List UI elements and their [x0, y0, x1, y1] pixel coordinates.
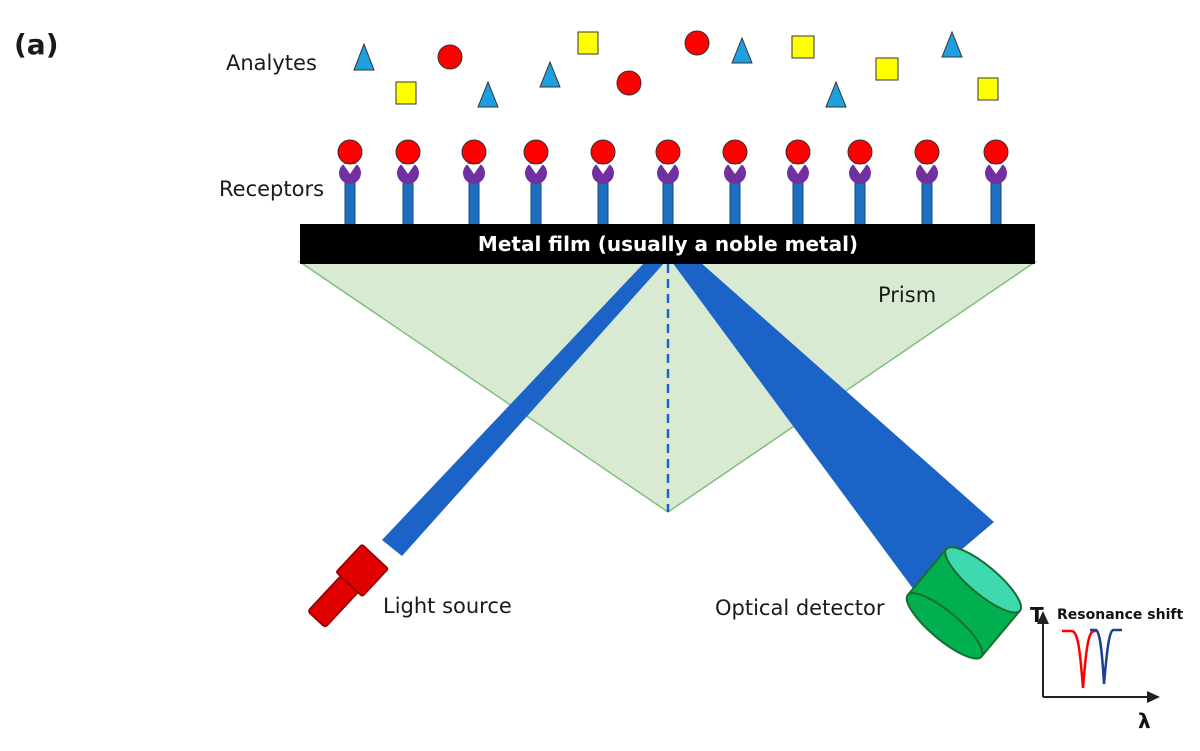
- analyte-square: [791, 35, 815, 59]
- inset-title: Resonance shift: [1057, 607, 1183, 623]
- analyte-square: [395, 81, 417, 105]
- prism-label: Prism: [878, 283, 936, 307]
- receptor-stem: [597, 177, 609, 227]
- inset-y-arrow: [1037, 611, 1049, 624]
- inset-blue-curve: [1090, 628, 1122, 685]
- bound-analyte: [395, 139, 421, 165]
- receptor-notch: [853, 164, 867, 174]
- analyte-circle: [684, 30, 710, 56]
- optical-detector-label: Optical detector: [715, 596, 885, 620]
- receptor-stem: [729, 177, 741, 227]
- bound-analyte: [523, 139, 549, 165]
- light-source: [308, 544, 389, 628]
- receptor: [655, 139, 681, 227]
- receptor-stem: [468, 177, 480, 227]
- bound-analyte: [337, 139, 363, 165]
- metal-film-label: Metal film (usually a noble metal): [478, 232, 858, 256]
- receptor-notch: [529, 164, 543, 174]
- receptor: [395, 139, 421, 227]
- receptor-notch: [661, 164, 675, 174]
- bound-analyte: [983, 139, 1009, 165]
- analyte-square: [577, 31, 599, 55]
- receptor-notch: [343, 164, 357, 174]
- receptor-stem: [921, 177, 933, 227]
- receptor-notch: [920, 164, 934, 174]
- analytes-label: Analytes: [226, 51, 317, 75]
- analyte-triangle: [353, 42, 375, 71]
- bound-analyte: [785, 139, 811, 165]
- light-source-head: [336, 544, 389, 597]
- receptor-notch: [728, 164, 742, 174]
- receptors: [337, 139, 1009, 227]
- detector-base: [905, 592, 984, 660]
- receptor: [847, 139, 873, 227]
- analyte-square: [875, 57, 899, 81]
- detector-face: [944, 546, 1022, 614]
- receptor-notch: [791, 164, 805, 174]
- inset-x-axis-label: λ: [1138, 709, 1151, 733]
- receptors-label: Receptors: [219, 177, 324, 201]
- incident-beam: [382, 262, 665, 556]
- analyte-triangle: [825, 80, 847, 108]
- analyte-triangle: [731, 36, 753, 64]
- inset-red-curve: [1062, 629, 1098, 689]
- receptor-stem: [792, 177, 804, 227]
- receptor-stem: [344, 177, 356, 227]
- receptor: [523, 139, 549, 227]
- analytes: [353, 30, 999, 108]
- receptor-stem: [530, 177, 542, 227]
- optical-detector: [905, 546, 1022, 660]
- light-source-label: Light source: [383, 594, 512, 618]
- receptor: [914, 139, 940, 227]
- bound-analyte: [722, 139, 748, 165]
- metal-film: [300, 224, 1035, 264]
- receptor: [590, 139, 616, 227]
- receptor-notch: [989, 164, 1003, 174]
- analyte-circle: [616, 70, 642, 96]
- analyte-triangle: [477, 80, 499, 108]
- resonance-inset: T Resonance shift λ: [1030, 603, 1183, 733]
- receptor-stem: [662, 177, 674, 227]
- bound-analyte: [847, 139, 873, 165]
- analyte-triangle: [539, 60, 561, 88]
- receptor-notch: [401, 164, 415, 174]
- receptor-notch: [596, 164, 610, 174]
- receptor: [785, 139, 811, 227]
- receptor: [722, 139, 748, 227]
- receptor: [461, 139, 487, 227]
- panel-label: (a): [14, 28, 59, 61]
- receptor: [337, 139, 363, 227]
- receptor-notch: [467, 164, 481, 174]
- bound-analyte: [590, 139, 616, 165]
- analyte-triangle: [941, 30, 963, 58]
- receptor-stem: [990, 177, 1002, 227]
- reflected-beam: [672, 262, 994, 590]
- receptor: [983, 139, 1009, 227]
- bound-analyte: [461, 139, 487, 165]
- receptor-stem: [402, 177, 414, 227]
- bound-analyte: [914, 139, 940, 165]
- analyte-circle: [437, 44, 463, 70]
- analyte-square: [977, 77, 999, 101]
- bound-analyte: [655, 139, 681, 165]
- receptor-stem: [854, 177, 866, 227]
- inset-x-arrow: [1147, 691, 1160, 703]
